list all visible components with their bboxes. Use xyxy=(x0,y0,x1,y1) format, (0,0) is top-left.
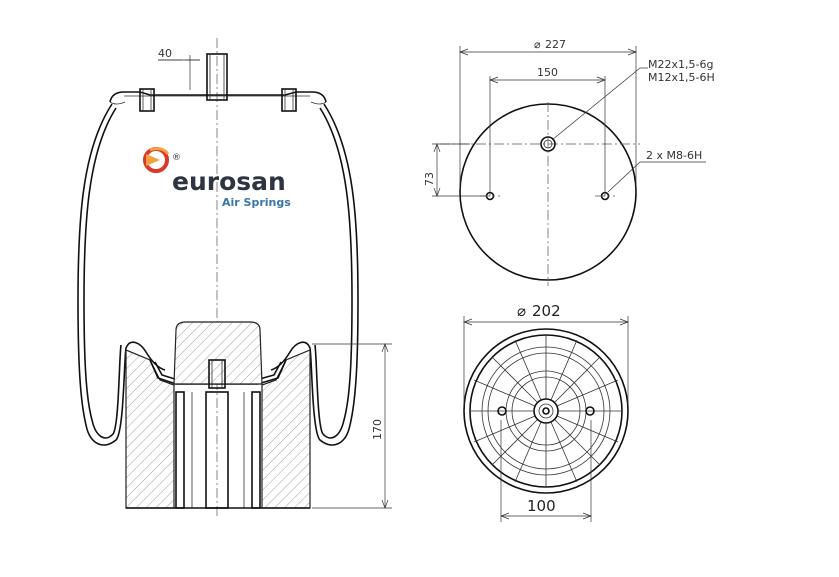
top-plate xyxy=(109,91,327,103)
thread-center-2: M12x1,5-6H xyxy=(648,71,715,84)
registered-mark: ® xyxy=(172,153,181,163)
dim-base: 100 xyxy=(527,497,556,515)
thread-bolts: 2 x M8-6H xyxy=(646,149,702,162)
dim-outer-diameter-symbol: ⌀ xyxy=(534,38,541,51)
center-stud xyxy=(206,53,228,101)
brand-logo: ® eurosan Air Springs xyxy=(143,147,291,209)
bellows-outer xyxy=(77,103,166,446)
bottom-view: ⌀ 202 100 xyxy=(463,302,629,522)
dim-piston-height: 170 xyxy=(371,419,384,440)
right-bolt xyxy=(281,88,297,112)
bottom-hole-right xyxy=(585,406,595,416)
brand-emblem-icon xyxy=(143,147,170,173)
thread-center-1: M22x1,5-6g xyxy=(648,58,713,71)
dim-stud-height: 40 xyxy=(158,47,172,60)
dim-outer-diameter: 227 xyxy=(545,38,566,51)
brand-name: eurosan xyxy=(172,167,286,196)
center-thread xyxy=(540,136,556,152)
dim-piston-diameter-symbol: ⌀ xyxy=(517,302,526,320)
bellows-outer-right xyxy=(270,103,359,446)
dim-offset: 73 xyxy=(423,172,436,186)
piston-base-hub xyxy=(533,398,559,424)
piston-base-outer xyxy=(463,328,629,494)
dim-piston-diameter: 202 xyxy=(532,302,561,320)
left-bolt xyxy=(139,88,155,112)
piston-body-left xyxy=(125,349,175,509)
piston-body-right xyxy=(261,349,311,509)
brand-subtitle: Air Springs xyxy=(222,196,291,209)
bottom-hole-left xyxy=(497,406,507,416)
dim-bolt-spacing: 150 xyxy=(537,66,558,79)
piston-center-boss xyxy=(173,321,263,385)
top-view: ⌀ 227 150 73 M22x1,5-6g M12x1,5-6H 2 x M… xyxy=(423,38,715,286)
side-view: 40 170 xyxy=(77,38,392,517)
piston-base-ribs xyxy=(470,335,622,487)
